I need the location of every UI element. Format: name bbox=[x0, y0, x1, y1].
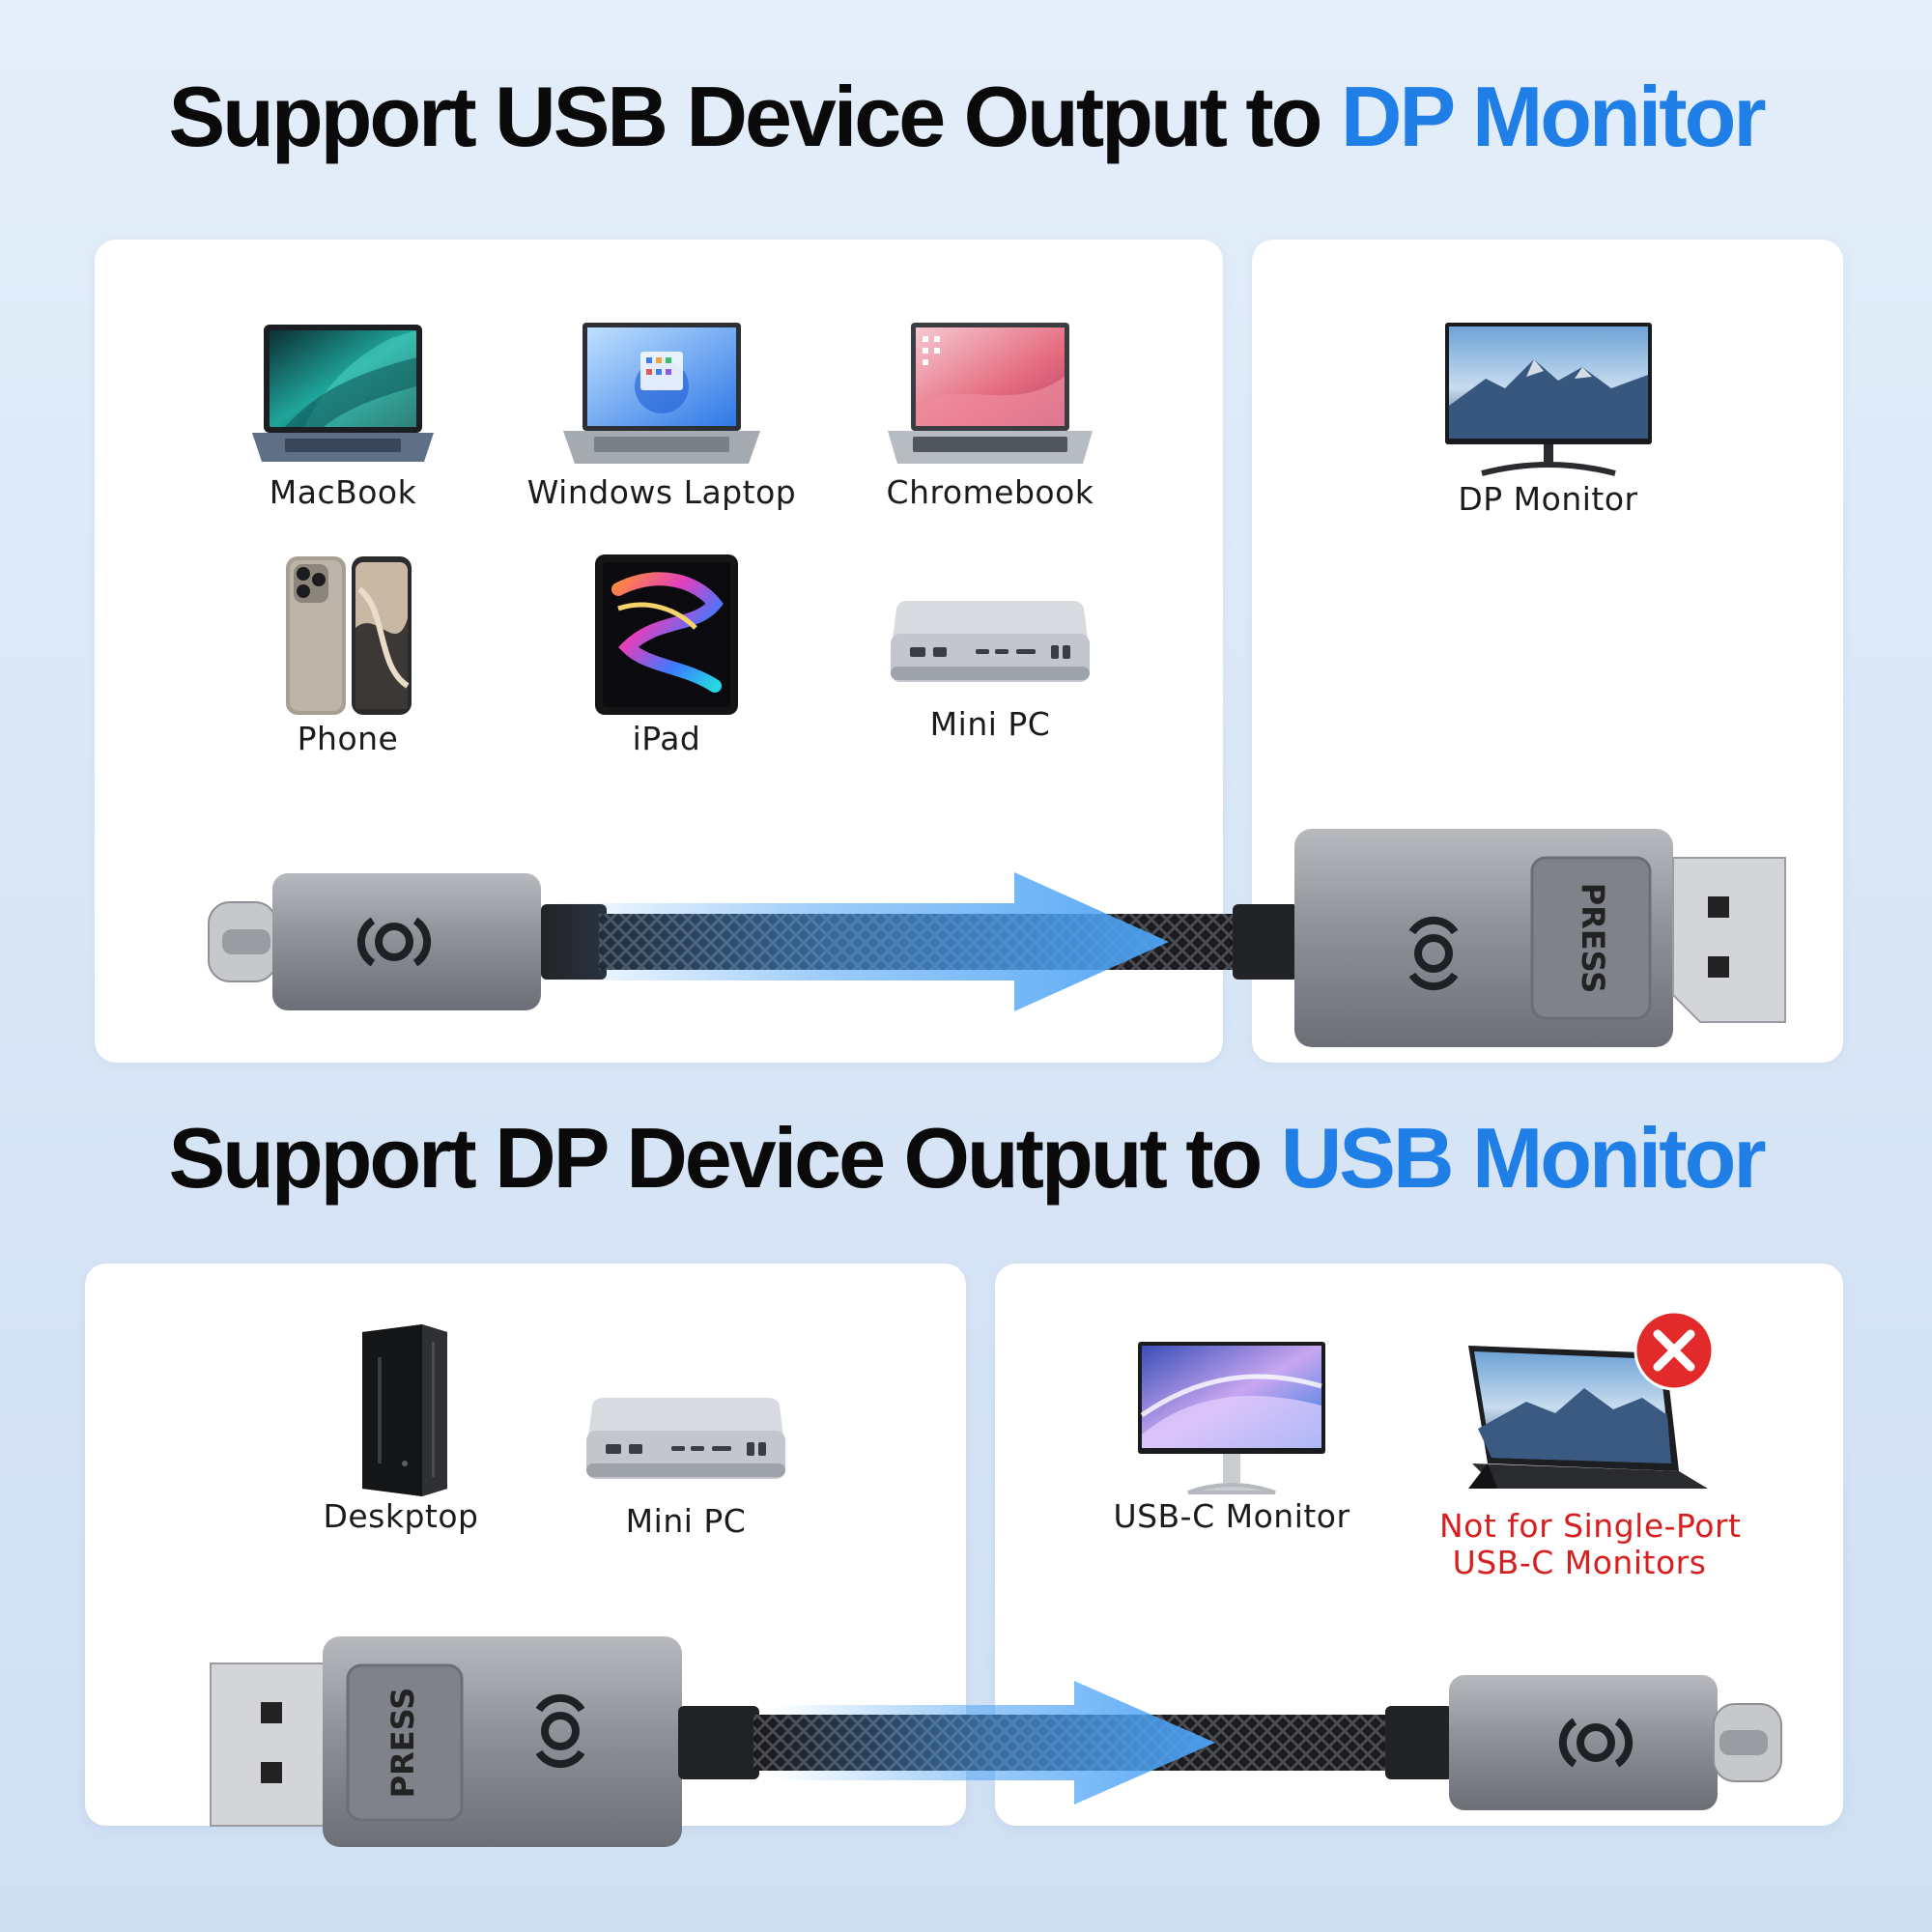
brand-logo-icon bbox=[535, 1693, 585, 1769]
device-label: DP Monitor bbox=[1458, 480, 1638, 518]
device-mini-pc: Mini PC bbox=[874, 580, 1106, 743]
not-supported-label-line1: Not for Single-Port bbox=[1439, 1507, 1742, 1545]
device-label: Deskptop bbox=[323, 1497, 479, 1535]
red-x-icon bbox=[1634, 1310, 1715, 1391]
chromebook-icon bbox=[888, 323, 1093, 464]
section-bottom-title-highlight: USB Monitor bbox=[1280, 1110, 1767, 1206]
dp-monitor-icon bbox=[1444, 323, 1652, 476]
brand-logo-icon bbox=[1408, 916, 1459, 991]
brand-logo-icon bbox=[356, 917, 432, 967]
device-portable-monitor: Not for Single-Port USB-C Monitors bbox=[1439, 1309, 1742, 1581]
direction-arrow-icon bbox=[773, 1681, 1215, 1804]
device-usb-c-monitor: USB-C Monitor bbox=[1111, 1338, 1352, 1535]
macbook-icon bbox=[252, 325, 434, 462]
press-button-label: PRESS bbox=[1575, 883, 1611, 994]
section-top-title: Support USB Device Output to DP Monitor bbox=[0, 68, 1932, 166]
not-supported-label-line2: USB-C Monitors bbox=[1452, 1544, 1707, 1581]
device-ipad: iPad bbox=[570, 551, 763, 757]
device-label: Mini PC bbox=[929, 705, 1051, 743]
usb-c-plug-bottom bbox=[1385, 1675, 1782, 1810]
press-button-label: PRESS bbox=[384, 1688, 421, 1799]
desktop-tower-icon bbox=[362, 1324, 447, 1496]
dp-plug-bottom: PRESS bbox=[210, 1636, 759, 1847]
usb-c-monitor-icon bbox=[1138, 1342, 1325, 1494]
device-chromebook: Chromebook bbox=[865, 319, 1116, 511]
device-label: iPad bbox=[632, 720, 701, 757]
portable-monitor-icon bbox=[1468, 1346, 1708, 1489]
section-top-title-prefix: Support USB Device Output to bbox=[168, 69, 1341, 164]
mini-pc-icon bbox=[891, 601, 1090, 682]
device-mini-pc: Mini PC bbox=[570, 1377, 802, 1540]
mini-pc-icon bbox=[586, 1398, 785, 1479]
section-bottom-title-prefix: Support DP Device Output to bbox=[168, 1110, 1281, 1206]
device-label: Windows Laptop bbox=[526, 473, 797, 511]
direction-arrow-icon bbox=[541, 872, 1169, 1011]
section-bottom-title: Support DP Device Output to USB Monitor bbox=[0, 1109, 1932, 1208]
device-phone: Phone bbox=[251, 551, 444, 757]
device-label: Mini PC bbox=[625, 1502, 747, 1540]
device-label: Chromebook bbox=[886, 473, 1094, 511]
section-top-title-highlight: DP Monitor bbox=[1340, 69, 1767, 164]
device-desktop: Deskptop bbox=[304, 1319, 497, 1535]
not-supported-label: Not for Single-Port USB-C Monitors bbox=[1439, 1507, 1742, 1581]
brand-logo-icon bbox=[1558, 1718, 1634, 1768]
ipad-icon bbox=[595, 554, 738, 715]
device-label: MacBook bbox=[269, 473, 417, 511]
dp-plug-top: PRESS bbox=[1233, 829, 1786, 1047]
device-label: USB-C Monitor bbox=[1113, 1497, 1350, 1535]
device-windows-laptop: Windows Laptop bbox=[522, 319, 802, 511]
device-macbook: MacBook bbox=[222, 319, 464, 511]
device-dp-monitor: DP Monitor bbox=[1420, 319, 1676, 518]
device-label: Phone bbox=[297, 720, 399, 757]
windows-laptop-icon bbox=[563, 323, 760, 464]
phone-icon bbox=[286, 556, 412, 715]
